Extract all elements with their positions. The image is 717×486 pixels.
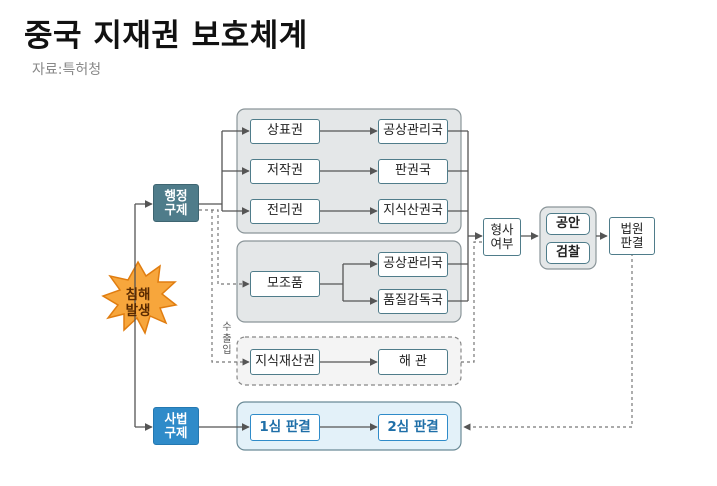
counterfeit-box: 모조품 — [250, 271, 320, 297]
admin-remedy-box: 행정 구제 — [153, 184, 199, 222]
infringement-label: 침해 발생 — [125, 287, 151, 320]
copyright-bureau-box: 판권국 — [378, 159, 448, 184]
aic-box: 공상관리국 — [378, 119, 448, 144]
criminal-check-box: 형사 여부 — [483, 218, 521, 256]
source-caption: 자료:특허청 — [32, 62, 102, 78]
ip-rights-box: 지식재산권 — [250, 349, 320, 375]
copyright-box: 저작권 — [250, 159, 320, 184]
patent-box: 전리권 — [250, 199, 320, 224]
police-box: 공안 — [546, 213, 590, 235]
judicial-remedy-box: 사법 구제 — [153, 407, 199, 445]
trademark-box: 상표권 — [250, 119, 320, 144]
court-ruling-box: 법원 판결 — [609, 217, 655, 255]
prosecution-box: 검찰 — [546, 242, 590, 264]
second-instance-box: 2심 판결 — [378, 414, 448, 441]
aic-box-2: 공상관리국 — [378, 252, 448, 277]
burst-shape — [101, 260, 178, 335]
ip-office-box: 지식산권국 — [378, 199, 448, 224]
quality-bureau-box: 품질감독국 — [378, 289, 448, 314]
page-title: 중국 지재권 보호체계 — [24, 18, 308, 54]
import-export-label: 수 출 입 — [220, 322, 234, 357]
first-instance-box: 1심 판결 — [250, 414, 320, 441]
customs-box: 해 관 — [378, 349, 448, 375]
